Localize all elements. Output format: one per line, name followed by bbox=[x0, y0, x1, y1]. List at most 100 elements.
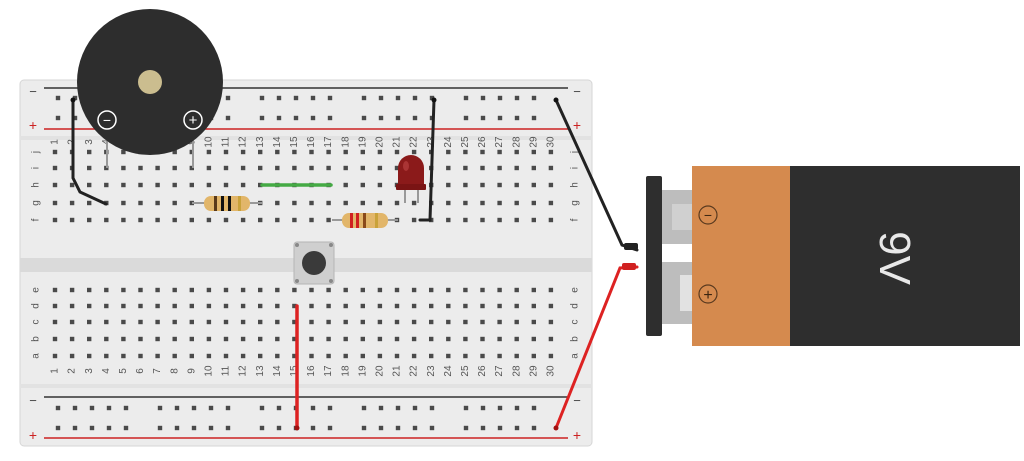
breadboard-hole[interactable] bbox=[138, 200, 143, 206]
rail-hole[interactable] bbox=[463, 425, 469, 431]
breadboard-hole[interactable] bbox=[411, 336, 417, 342]
breadboard-hole[interactable] bbox=[52, 165, 58, 171]
rail-hole[interactable] bbox=[531, 95, 537, 101]
breadboard-hole[interactable] bbox=[275, 287, 280, 293]
breadboard-hole[interactable] bbox=[172, 165, 177, 171]
breadboard-hole[interactable] bbox=[377, 287, 383, 293]
breadboard-hole[interactable] bbox=[172, 200, 177, 206]
breadboard-hole[interactable] bbox=[275, 303, 280, 309]
breadboard-hole[interactable] bbox=[463, 319, 468, 325]
breadboard-hole[interactable] bbox=[223, 217, 229, 223]
breadboard-hole[interactable] bbox=[309, 165, 314, 171]
rail-hole[interactable] bbox=[208, 425, 214, 431]
breadboard-hole[interactable] bbox=[206, 353, 212, 359]
breadboard-hole[interactable] bbox=[172, 353, 177, 359]
breadboard-hole[interactable] bbox=[292, 149, 297, 155]
rail-hole[interactable] bbox=[191, 425, 197, 431]
breadboard-hole[interactable] bbox=[69, 319, 75, 325]
breadboard-hole[interactable] bbox=[189, 182, 194, 188]
battery-9v[interactable]: − + 9V bbox=[646, 166, 1020, 346]
breadboard-hole[interactable] bbox=[411, 200, 417, 206]
breadboard-hole[interactable] bbox=[343, 319, 348, 325]
breadboard-hole[interactable] bbox=[326, 200, 331, 206]
rail-hole[interactable] bbox=[429, 95, 435, 101]
breadboard-hole[interactable] bbox=[292, 336, 297, 342]
breadboard-hole[interactable] bbox=[514, 149, 519, 155]
rail-hole[interactable] bbox=[174, 425, 180, 431]
breadboard-hole[interactable] bbox=[223, 303, 229, 309]
rail-hole[interactable] bbox=[310, 95, 316, 101]
breadboard-hole[interactable] bbox=[206, 182, 212, 188]
black-wire-led-to-rail[interactable] bbox=[418, 98, 436, 222]
breadboard-hole[interactable] bbox=[189, 165, 194, 171]
breadboard-hole[interactable] bbox=[223, 182, 229, 188]
breadboard-hole[interactable] bbox=[121, 353, 126, 359]
breadboard-hole[interactable] bbox=[480, 336, 485, 342]
rail-hole[interactable] bbox=[106, 425, 112, 431]
rail-hole[interactable] bbox=[259, 115, 265, 121]
breadboard-hole[interactable] bbox=[240, 182, 246, 188]
breadboard-hole[interactable] bbox=[446, 165, 451, 171]
breadboard-hole[interactable] bbox=[394, 200, 400, 206]
rail-hole[interactable] bbox=[378, 425, 384, 431]
breadboard-hole[interactable] bbox=[309, 319, 314, 325]
breadboard-hole[interactable] bbox=[52, 336, 58, 342]
breadboard-hole[interactable] bbox=[480, 287, 485, 293]
breadboard-hole[interactable] bbox=[138, 353, 143, 359]
breadboard-hole[interactable] bbox=[309, 200, 314, 206]
push-button-cap[interactable] bbox=[302, 251, 326, 275]
rail-hole[interactable] bbox=[480, 425, 486, 431]
breadboard-hole[interactable] bbox=[514, 319, 519, 325]
breadboard-hole[interactable] bbox=[87, 303, 92, 309]
breadboard-hole[interactable] bbox=[514, 336, 519, 342]
breadboard-hole[interactable] bbox=[360, 200, 365, 206]
breadboard-hole[interactable] bbox=[343, 182, 348, 188]
breadboard-hole[interactable] bbox=[258, 303, 263, 309]
breadboard-hole[interactable] bbox=[531, 165, 536, 171]
breadboard-hole[interactable] bbox=[52, 182, 58, 188]
rail-hole[interactable] bbox=[531, 115, 537, 121]
breadboard-hole[interactable] bbox=[52, 287, 58, 293]
breadboard-hole[interactable] bbox=[309, 303, 314, 309]
breadboard-hole[interactable] bbox=[292, 353, 297, 359]
rail-hole[interactable] bbox=[55, 405, 61, 411]
breadboard-hole[interactable] bbox=[429, 336, 434, 342]
breadboard-hole[interactable] bbox=[275, 217, 280, 223]
breadboard-hole[interactable] bbox=[206, 287, 212, 293]
breadboard-hole[interactable] bbox=[258, 353, 263, 359]
breadboard-hole[interactable] bbox=[446, 319, 451, 325]
breadboard-hole[interactable] bbox=[514, 353, 519, 359]
breadboard-hole[interactable] bbox=[394, 353, 400, 359]
breadboard-hole[interactable] bbox=[258, 336, 263, 342]
breadboard-hole[interactable] bbox=[446, 217, 451, 223]
breadboard-hole[interactable] bbox=[52, 319, 58, 325]
breadboard-hole[interactable] bbox=[360, 353, 365, 359]
breadboard-hole[interactable] bbox=[480, 353, 485, 359]
breadboard-hole[interactable] bbox=[104, 217, 109, 223]
breadboard-hole[interactable] bbox=[531, 303, 536, 309]
breadboard-hole[interactable] bbox=[52, 353, 58, 359]
breadboard-hole[interactable] bbox=[531, 336, 536, 342]
breadboard-hole[interactable] bbox=[258, 319, 263, 325]
breadboard-hole[interactable] bbox=[292, 303, 297, 309]
rail-hole[interactable] bbox=[327, 425, 333, 431]
breadboard-hole[interactable] bbox=[411, 303, 417, 309]
breadboard-hole[interactable] bbox=[326, 303, 331, 309]
breadboard-hole[interactable] bbox=[360, 149, 365, 155]
breadboard-hole[interactable] bbox=[343, 165, 348, 171]
breadboard-hole[interactable] bbox=[446, 200, 451, 206]
breadboard-hole[interactable] bbox=[548, 200, 554, 206]
breadboard-hole[interactable] bbox=[497, 353, 502, 359]
breadboard-hole[interactable] bbox=[121, 182, 126, 188]
breadboard-hole[interactable] bbox=[343, 149, 348, 155]
rail-hole[interactable] bbox=[225, 405, 231, 411]
rail-hole[interactable] bbox=[157, 425, 163, 431]
breadboard-hole[interactable] bbox=[104, 182, 109, 188]
breadboard-hole[interactable] bbox=[377, 200, 383, 206]
breadboard-hole[interactable] bbox=[104, 319, 109, 325]
breadboard-hole[interactable] bbox=[138, 303, 143, 309]
breadboard-hole[interactable] bbox=[189, 200, 194, 206]
breadboard-hole[interactable] bbox=[258, 287, 263, 293]
rail-hole[interactable] bbox=[259, 425, 265, 431]
